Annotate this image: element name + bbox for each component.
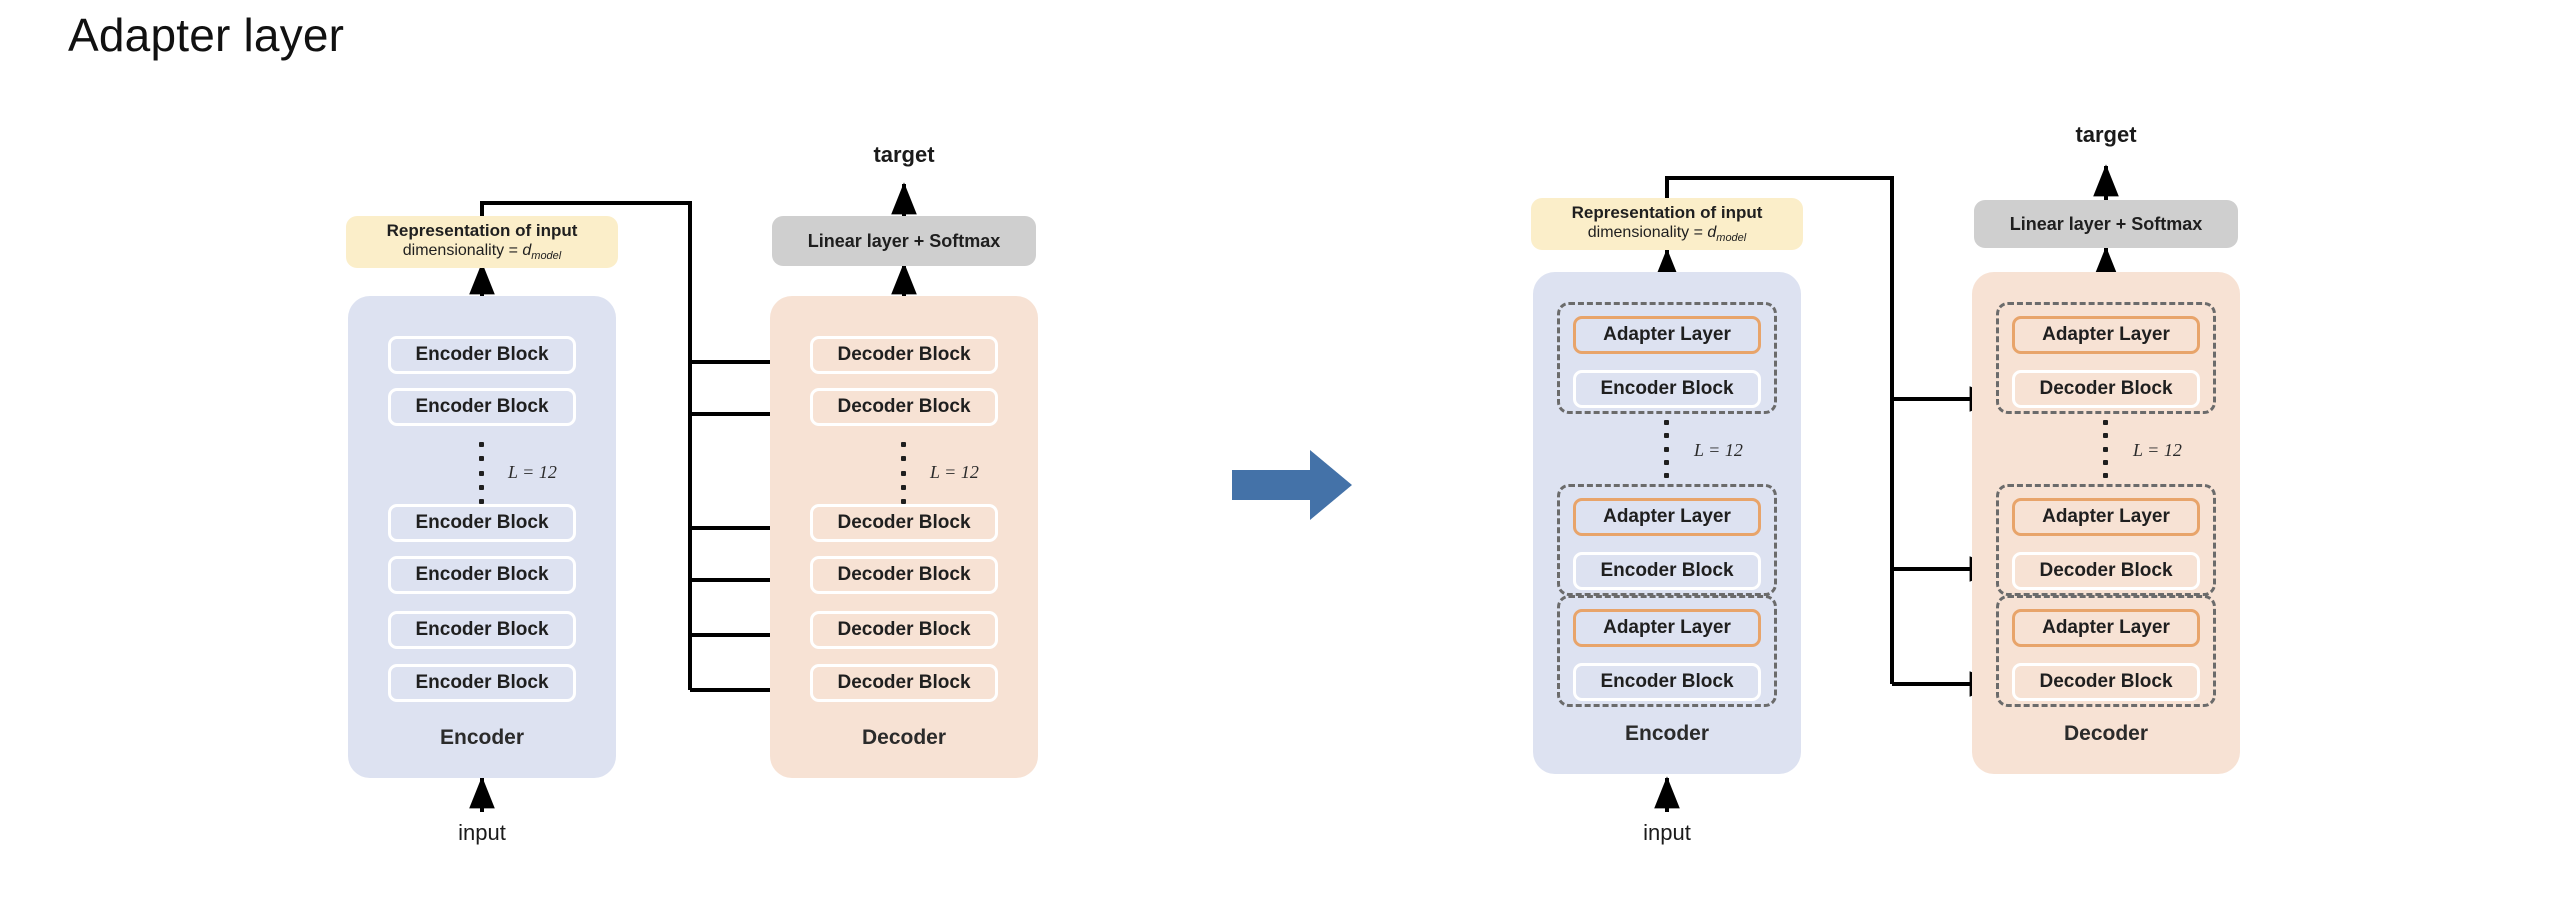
left-representation-box: Representation of input dimensionality =… [346,216,618,268]
right-decoder-block-1: Decoder Block [2012,370,2200,408]
right-decoder-adapter-1: Adapter Layer [2012,316,2200,354]
left-encoder-block-5: Encoder Block [388,611,576,649]
left-representation-title: Representation of input [386,220,578,240]
left-encoder-block-4: Encoder Block [388,556,576,594]
right-encoder-block-1: Encoder Block [1573,370,1761,408]
left-encoder-block-3: Encoder Block [388,504,576,542]
right-encoder-block-2: Encoder Block [1573,552,1761,590]
left-target-label: target [873,142,935,167]
right-representation-dimensionality: dimensionality = dmodel [1587,224,1747,245]
left-decoder-layer-count: L = 12 [930,462,979,482]
right-decoder-caption: Decoder [2063,722,2149,745]
left-representation-dimensionality: dimensionality = dmodel [402,242,562,263]
right-encoder-layer-count: L = 12 [1694,440,1743,460]
right-decoder-group-1 [1996,302,2216,414]
right-encoder-adapter-3: Adapter Layer [1573,609,1761,647]
left-decoder-block-4: Decoder Block [810,556,998,594]
right-decoder-group-2 [1996,484,2216,596]
left-encoder-ellipsis [478,442,484,504]
right-target-label: target [2075,122,2137,147]
right-encoder-ellipsis [1663,420,1669,478]
right-encoder-group-1 [1557,302,1777,414]
right-decoder-group-3 [1996,595,2216,707]
left-encoder-block-2: Encoder Block [388,388,576,426]
page-title: Adapter layer [68,9,345,61]
right-encoder-adapter-1: Adapter Layer [1573,316,1761,354]
left-encoder-block-6: Encoder Block [388,664,576,702]
left-encoder-layer-count: L = 12 [508,462,557,482]
left-linear-softmax-box: Linear layer + Softmax [772,216,1036,266]
left-decoder-ellipsis [900,442,906,504]
right-input-label: input [1643,820,1691,845]
left-decoder-block-2: Decoder Block [810,388,998,426]
left-decoder-caption: Decoder [861,726,947,749]
right-encoder-block-3: Encoder Block [1573,663,1761,701]
right-decoder-block-2: Decoder Block [2012,552,2200,590]
right-representation-box: Representation of input dimensionality =… [1531,198,1803,250]
right-decoder-block-3: Decoder Block [2012,663,2200,701]
left-encoder-block-1: Encoder Block [388,336,576,374]
left-decoder-block-5: Decoder Block [810,611,998,649]
right-linear-softmax-box: Linear layer + Softmax [1974,200,2238,248]
right-decoder-layer-count: L = 12 [2133,440,2182,460]
left-decoder-block-1: Decoder Block [810,336,998,374]
left-decoder-block-3: Decoder Block [810,504,998,542]
right-encoder-adapter-2: Adapter Layer [1573,498,1761,536]
right-representation-title: Representation of input [1571,202,1763,222]
right-decoder-ellipsis [2102,420,2108,478]
right-encoder-group-3 [1557,595,1777,707]
right-decoder-adapter-2: Adapter Layer [2012,498,2200,536]
right-decoder-adapter-3: Adapter Layer [2012,609,2200,647]
right-encoder-caption: Encoder [1624,722,1710,745]
left-encoder-caption: Encoder [439,726,525,749]
left-input-label: input [458,820,506,845]
right-encoder-group-2 [1557,484,1777,596]
left-decoder-block-6: Decoder Block [810,664,998,702]
